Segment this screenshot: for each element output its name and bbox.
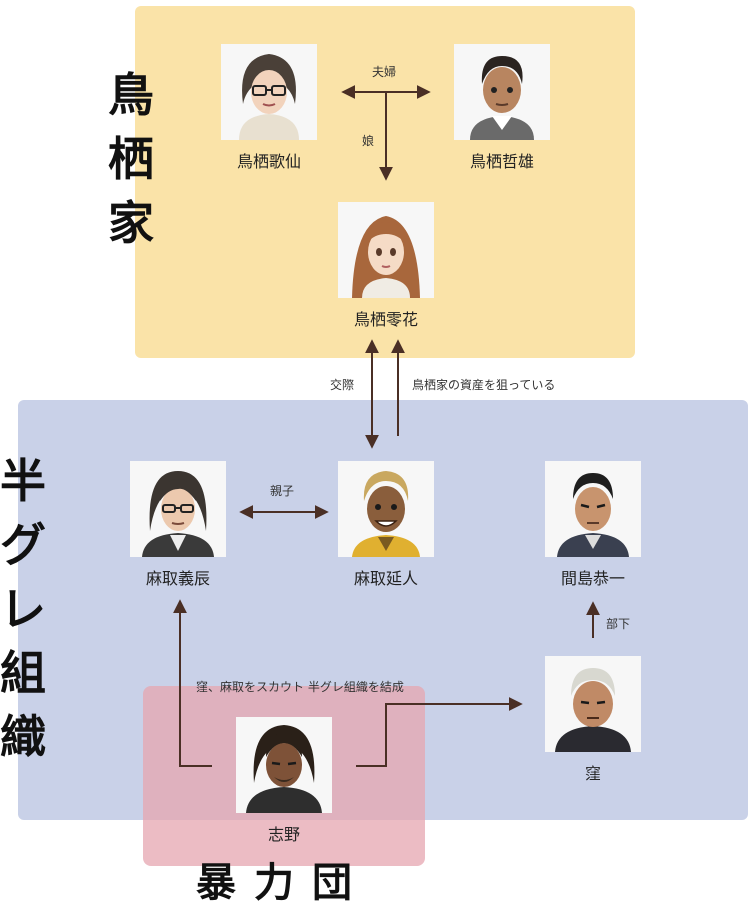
karasuma-family-label-char: 栖: [108, 132, 154, 186]
nobuto-name: 麻取延人: [353, 569, 418, 588]
relation-musume: 娘: [362, 134, 375, 148]
tetsuo-name: 鳥栖哲雄: [469, 152, 534, 171]
relation-kousai: 交際: [330, 378, 355, 392]
nobuto-portrait: [338, 461, 434, 557]
relation-nerai: 鳥栖家の資産を狙っている: [412, 378, 556, 392]
hangure-organization-label-char: 組: [0, 646, 46, 700]
kyoichi-portrait: [545, 461, 641, 557]
tetsuo-portrait: [454, 44, 550, 140]
karasuma-family-region: [135, 6, 635, 358]
hangure-organization-label: 半グレ組織: [0, 458, 46, 778]
person-shino: 志野: [236, 717, 332, 845]
hangure-organization-label-char: グ: [0, 518, 46, 572]
hangure-organization-label-char: 半: [0, 454, 46, 508]
relation-buka: 部下: [606, 617, 631, 631]
karasuma-family-label: 鳥栖家: [108, 72, 154, 264]
kubo-name: 窪: [584, 764, 601, 783]
person-kubo: 窪: [545, 656, 641, 784]
reika-portrait: [338, 202, 434, 298]
scout-arrow-left: [173, 599, 212, 767]
scout-arrow-right: [356, 697, 523, 767]
boryokudan-label: 暴力団: [196, 860, 370, 906]
relation-fuufu: 夫婦: [372, 65, 397, 79]
shino-name: 志野: [267, 825, 300, 844]
karasuma-family-label-char: 鳥: [108, 68, 154, 122]
kasen-portrait: [221, 44, 317, 140]
person-tetsuo: 鳥栖哲雄: [454, 44, 550, 172]
reika-name: 鳥栖零花: [353, 310, 418, 329]
kyoichi-name: 間島恭一: [560, 569, 625, 588]
karasuma-family-label-char: 家: [108, 196, 154, 250]
person-kyoichi: 間島恭一: [545, 461, 641, 589]
person-yoshitatsu: 麻取義辰: [130, 461, 226, 589]
kasen-name: 鳥栖歌仙: [236, 152, 301, 171]
shino-portrait: [236, 717, 332, 813]
yoshitatsu-portrait: [130, 461, 226, 557]
hangure-organization-label-char: レ: [0, 582, 46, 636]
yoshitatsu-name: 麻取義辰: [145, 569, 210, 588]
person-kasen: 鳥栖歌仙: [221, 44, 317, 172]
person-nobuto: 麻取延人: [338, 461, 434, 589]
relation-oyako: 親子: [270, 484, 295, 498]
person-reika: 鳥栖零花: [338, 202, 434, 330]
relation-scout: 窪、麻取をスカウト 半グレ組織を結成: [196, 680, 404, 694]
hangure-organization-label-char: 織: [0, 710, 46, 764]
kubo-portrait: [545, 656, 641, 752]
